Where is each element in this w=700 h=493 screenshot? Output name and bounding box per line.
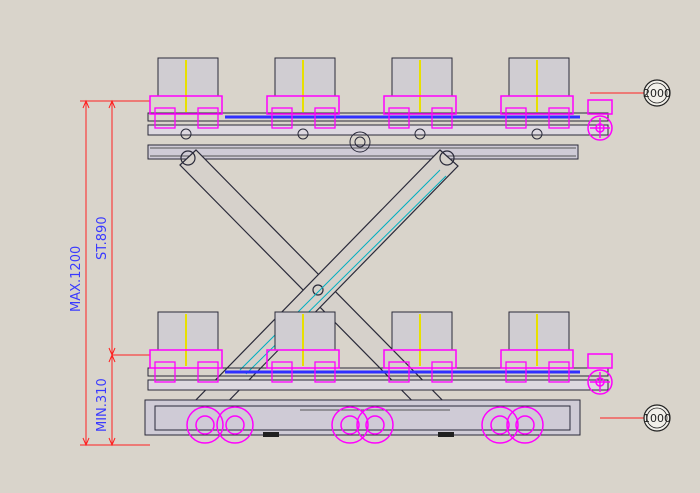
min-dimension-label: MIN.310 <box>95 378 110 432</box>
upper-clamp-unit-1 <box>149 57 223 140</box>
callout-bubble-upper: 2000 <box>643 79 671 107</box>
lower-clamp-unit-1 <box>149 311 223 383</box>
upper-platform <box>147 112 609 160</box>
dimension-lines <box>80 92 645 447</box>
callout-bubble-lower: 1000 <box>643 404 671 432</box>
callout-upper-text: 2000 <box>643 87 671 100</box>
upper-clamp-unit-2 <box>266 57 340 140</box>
lower-handwheel <box>587 353 613 395</box>
upper-clamp-unit-3 <box>383 57 457 140</box>
wheel-group-center <box>331 406 394 444</box>
stroke-dimension-label: ST.890 <box>95 216 110 260</box>
lower-clamp-unit-2 <box>266 311 340 383</box>
callout-lower-text: 1000 <box>643 412 671 425</box>
wheel-group-right <box>481 406 544 444</box>
upper-clamp-units <box>149 57 574 140</box>
lower-clamp-units <box>149 311 574 383</box>
wheel-group-left <box>186 406 254 444</box>
max-dimension-label: MAX.1200 <box>69 246 84 312</box>
lower-clamp-unit-3 <box>383 311 457 383</box>
lower-clamp-unit-4 <box>500 311 574 383</box>
upper-center-rotary <box>349 131 371 153</box>
base-wheel-groups <box>186 406 544 444</box>
upper-clamp-unit-4 <box>500 57 574 140</box>
upper-handwheel <box>587 99 613 141</box>
base-feet <box>263 432 454 437</box>
